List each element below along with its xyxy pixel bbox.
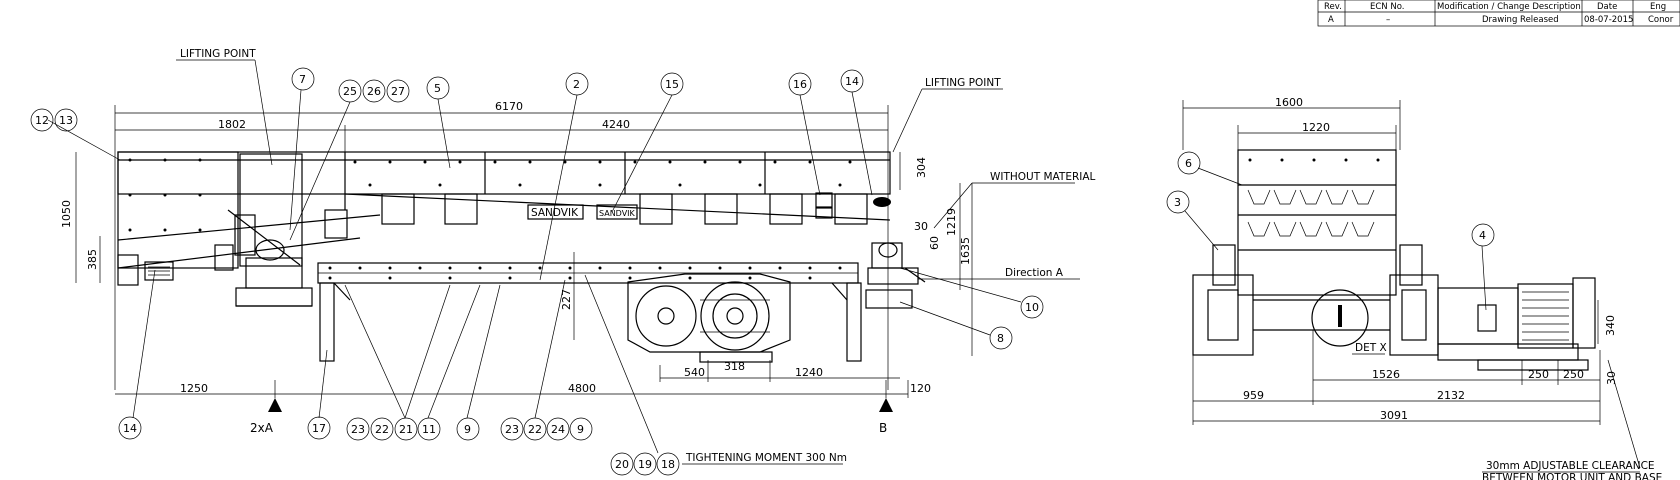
balloon-18: 18 [661, 458, 675, 471]
dim-30: 30 [914, 220, 928, 233]
clearance-label-line-1: 30mm ADJUSTABLE CLEARANCE [1486, 460, 1655, 472]
dim-304: 304 [915, 157, 928, 178]
balloon-2: 2 [573, 78, 580, 91]
dim-385: 385 [86, 249, 99, 270]
dim-250-b: 250 [1563, 368, 1584, 381]
ecn-value: – [1386, 15, 1390, 25]
balloon-15: 15 [665, 78, 679, 91]
dim-30-end: 30 [1605, 371, 1618, 385]
lifting-point-label-right: LIFTING POINT [925, 77, 1001, 89]
tightening-moment-label: TIGHTENING MOMENT 300 Nm [685, 452, 847, 464]
balloon-3: 3 [1174, 196, 1181, 209]
dim-540: 540 [684, 366, 705, 379]
rev-value: A [1328, 15, 1334, 25]
dim-1219: 1219 [945, 208, 958, 236]
dim-1526: 1526 [1372, 368, 1400, 381]
description-value: Drawing Released [1482, 15, 1559, 25]
balloon-11: 11 [422, 423, 436, 436]
dim-1240: 1240 [795, 366, 823, 379]
dim-6170: 6170 [495, 100, 523, 113]
dim-340: 340 [1604, 315, 1617, 336]
dim-1220: 1220 [1302, 121, 1330, 134]
balloon-4: 4 [1479, 229, 1486, 242]
balloon-25: 25 [343, 85, 357, 98]
balloon-16: 16 [793, 78, 807, 91]
balloon-9-left: 9 [464, 423, 471, 436]
date-value: 08-07-2015 [1584, 15, 1633, 25]
balloon-27: 27 [391, 85, 405, 98]
dim-60: 60 [928, 236, 941, 250]
view-label-b: B [879, 421, 887, 435]
rev-header: Rev. [1324, 2, 1342, 12]
dim-1050: 1050 [60, 200, 73, 228]
nameplate-sandvik-2: SANDVIK [599, 209, 636, 218]
balloon-23-left: 23 [351, 423, 365, 436]
dim-250-a: 250 [1528, 368, 1549, 381]
dim-1802: 1802 [218, 118, 246, 131]
nameplate-sandvik-1: SANDVIK [531, 207, 579, 219]
dim-1635: 1635 [959, 237, 972, 265]
dim-2132: 2132 [1437, 389, 1465, 402]
balloon-14-top: 14 [845, 75, 859, 88]
side-elevation-view: SANDVIK SANDVIK [117, 151, 926, 363]
balloon-7: 7 [299, 73, 306, 86]
revision-table: Rev. ECN No. Modification / Change Descr… [1317, 0, 1680, 27]
lifting-point-label-left: LIFTING POINT [180, 48, 256, 60]
dim-4800: 4800 [568, 382, 596, 395]
balloon-9-right: 9 [577, 423, 584, 436]
end-view-dimensions: 1600 1220 340 1526 250 250 959 2132 3091… [1182, 96, 1662, 480]
ecn-header: ECN No. [1370, 2, 1404, 12]
side-view-labels: LIFTING POINT LIFTING POINT WITHOUT MATE… [176, 48, 1096, 465]
balloon-12: 12 [35, 114, 49, 127]
clearance-label-line-2: BETWEEN MOTOR UNIT AND BASE [1482, 472, 1662, 480]
balloon-22-right: 22 [528, 423, 542, 436]
dim-4240: 4240 [602, 118, 630, 131]
balloon-8: 8 [997, 332, 1004, 345]
dim-1250: 1250 [180, 382, 208, 395]
eng-header: Eng [1650, 2, 1666, 12]
dim-1600: 1600 [1275, 96, 1303, 109]
view-label-2xa: 2xA [250, 421, 274, 435]
balloon-6: 6 [1185, 157, 1192, 170]
dim-227: 227 [560, 289, 573, 310]
balloon-14-bottom: 14 [123, 422, 137, 435]
balloon-5: 5 [434, 82, 441, 95]
description-header: Modification / Change Description [1437, 2, 1581, 12]
eng-value: Conor [1648, 15, 1674, 25]
det-x-label: DET X [1355, 342, 1387, 354]
end-view-balloons: 6 3 4 [1166, 151, 1495, 311]
dim-120: 120 [910, 382, 931, 395]
dim-318: 318 [724, 360, 745, 373]
balloon-19: 19 [638, 458, 652, 471]
dim-3091: 3091 [1380, 409, 1408, 422]
balloon-26: 26 [367, 85, 381, 98]
balloon-21: 21 [399, 423, 413, 436]
side-view-dimensions: 6170 1802 4240 1050 385 304 30 60 1219 1… [60, 100, 973, 435]
balloon-10: 10 [1025, 301, 1039, 314]
date-header: Date [1597, 2, 1617, 12]
balloon-17: 17 [312, 422, 326, 435]
direction-a-label: Direction A [1005, 267, 1064, 279]
balloon-20: 20 [615, 458, 629, 471]
dim-959: 959 [1243, 389, 1264, 402]
balloon-23-right: 23 [505, 423, 519, 436]
balloon-24: 24 [551, 423, 565, 436]
end-view: DET X [1192, 149, 1596, 371]
balloon-13: 13 [59, 114, 73, 127]
balloon-22-left: 22 [375, 423, 389, 436]
side-view-balloons: 12 13 7 25 26 27 5 2 15 16 14 10 8 [30, 67, 1044, 476]
without-material-label: WITHOUT MATERIAL [990, 171, 1096, 183]
